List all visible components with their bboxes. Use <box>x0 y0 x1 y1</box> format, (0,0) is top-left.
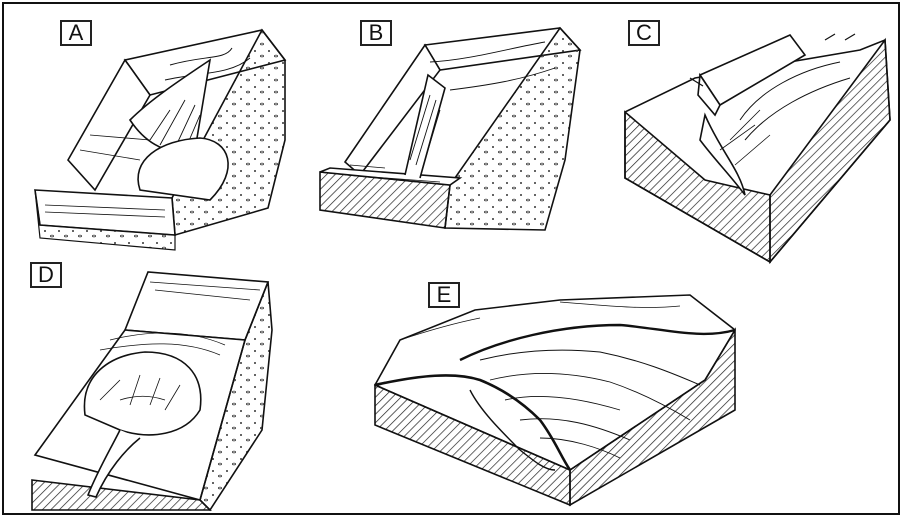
block-diagram-d <box>32 272 272 510</box>
panel-label-a: A <box>60 20 92 46</box>
panel-label-d: D <box>30 262 62 288</box>
block-diagram-b <box>320 28 580 230</box>
panel-label-c: C <box>628 20 660 46</box>
block-diagram-c <box>625 34 890 262</box>
block-diagram-e <box>375 295 735 505</box>
block-diagram-a <box>35 30 285 250</box>
panel-label-b: B <box>360 20 392 46</box>
panel-label-e: E <box>428 282 460 308</box>
